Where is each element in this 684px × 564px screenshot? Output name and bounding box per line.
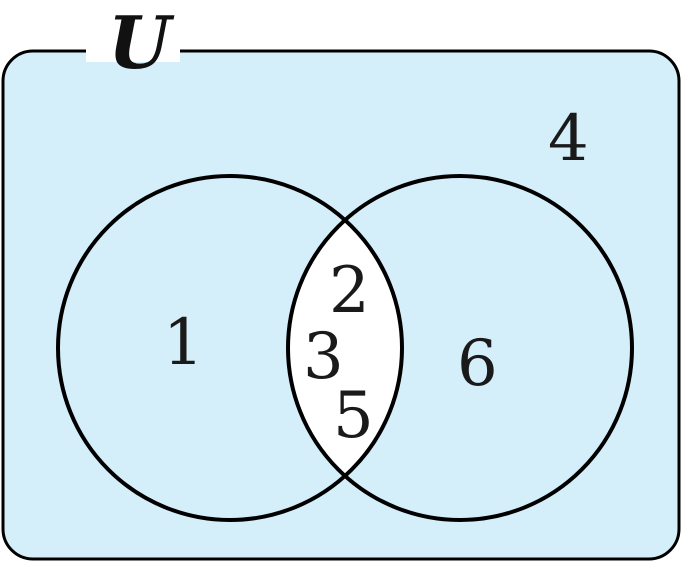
universe-label-gap [86,40,180,62]
intersection-label-2: 2 [329,254,370,328]
set-a-only-label: 1 [163,306,204,380]
intersection-label-5: 5 [333,379,374,453]
outside-label: 4 [548,102,589,176]
intersection-label-3: 3 [303,320,344,394]
set-a-circle [56,174,404,522]
set-b-only-label: 6 [457,327,498,401]
intersection-region [288,176,402,520]
set-b-circle [286,174,634,522]
universe-label: U [108,0,175,85]
